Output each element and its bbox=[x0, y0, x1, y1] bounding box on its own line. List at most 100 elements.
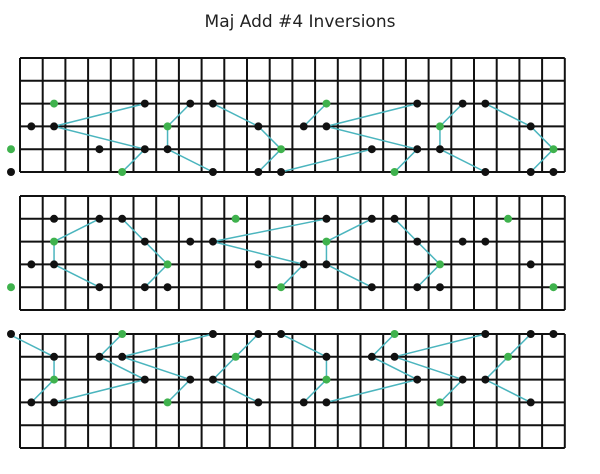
voicing-link bbox=[121, 333, 214, 358]
voicing-link bbox=[257, 148, 282, 173]
voicing-link bbox=[326, 102, 418, 128]
voicing-link bbox=[121, 356, 191, 381]
root-note-dot bbox=[435, 398, 444, 407]
voicing-link bbox=[212, 102, 259, 128]
chord-note-dot bbox=[481, 99, 490, 108]
chord-note-dot bbox=[367, 145, 376, 154]
root-note-dot bbox=[7, 145, 15, 154]
chord-note-dot bbox=[435, 283, 444, 292]
chord-note-dot bbox=[299, 122, 308, 131]
chord-note-dot bbox=[481, 375, 490, 384]
voicing-link bbox=[53, 125, 146, 150]
chord-note-dot bbox=[95, 145, 104, 154]
chord-note-dot bbox=[254, 122, 263, 131]
voicing-link bbox=[167, 103, 191, 127]
voicing-link bbox=[485, 378, 532, 404]
root-note-dot bbox=[163, 260, 172, 269]
chord-note-dot bbox=[27, 122, 36, 131]
chord-note-dot bbox=[163, 145, 172, 154]
root-note-dot bbox=[277, 283, 286, 292]
voicing-link bbox=[144, 263, 169, 288]
voicing-link bbox=[507, 333, 532, 358]
voicing-link bbox=[280, 333, 327, 358]
voicing-link bbox=[167, 379, 191, 403]
chord-note-dot bbox=[186, 237, 195, 246]
chord-note-dot bbox=[7, 330, 15, 338]
voicing-link bbox=[212, 240, 304, 266]
root-note-dot bbox=[435, 122, 444, 131]
voicing-link bbox=[53, 263, 100, 288]
voicing-link bbox=[235, 333, 259, 358]
chord-note-dot bbox=[299, 260, 308, 269]
fretboard-1 bbox=[7, 57, 566, 176]
voicing-link bbox=[326, 125, 418, 150]
voicing-link bbox=[280, 148, 373, 173]
root-note-dot bbox=[231, 352, 240, 361]
voicing-link bbox=[212, 218, 327, 243]
chord-note-dot bbox=[435, 145, 444, 154]
chord-note-dot bbox=[413, 375, 422, 384]
voicing-link bbox=[326, 263, 373, 288]
voicing-link bbox=[53, 102, 146, 128]
chord-note-dot bbox=[322, 214, 331, 223]
fretboard-2 bbox=[7, 195, 566, 311]
voicing-link bbox=[121, 218, 146, 243]
chord-note-dot bbox=[299, 398, 308, 407]
voicing-link bbox=[144, 241, 169, 265]
voicing-link bbox=[8, 333, 55, 358]
voicing-link bbox=[439, 379, 464, 403]
chord-note-dot bbox=[481, 330, 490, 338]
voicing-link bbox=[30, 379, 55, 403]
root-note-dot bbox=[322, 99, 331, 108]
voicing-link bbox=[394, 356, 463, 381]
voicing-link bbox=[257, 125, 282, 150]
voicing-link bbox=[326, 378, 418, 404]
voicing-link bbox=[121, 148, 146, 173]
root-note-dot bbox=[390, 330, 399, 338]
chord-note-dot bbox=[549, 330, 558, 338]
root-note-dot bbox=[504, 352, 513, 361]
chord-note-dot bbox=[95, 352, 104, 361]
chord-note-dot bbox=[481, 237, 490, 246]
chord-note-dot bbox=[27, 398, 36, 407]
voicing-link bbox=[212, 356, 237, 381]
voicing-link bbox=[530, 148, 554, 173]
chord-note-dot bbox=[50, 122, 59, 131]
voicing-link bbox=[394, 148, 418, 173]
chord-note-dot bbox=[481, 168, 490, 176]
root-note-dot bbox=[163, 398, 172, 407]
chord-note-dot bbox=[95, 283, 104, 292]
chord-note-dot bbox=[526, 330, 535, 338]
chord-note-dot bbox=[208, 99, 217, 108]
root-note-dot bbox=[231, 214, 240, 223]
voicing-link bbox=[53, 218, 100, 243]
voicing-link bbox=[530, 125, 554, 150]
voicing-link bbox=[53, 378, 146, 404]
chord-note-dot bbox=[390, 214, 399, 223]
chord-note-dot bbox=[458, 375, 467, 384]
chord-note-dot bbox=[277, 168, 286, 176]
voicing-link bbox=[303, 379, 327, 403]
chord-note-dot bbox=[413, 99, 422, 108]
root-note-dot bbox=[322, 375, 331, 384]
chord-note-dot bbox=[526, 260, 535, 269]
chord-note-dot bbox=[322, 260, 331, 269]
chord-note-dot bbox=[95, 214, 104, 223]
root-note-dot bbox=[50, 99, 59, 108]
voicing-link bbox=[98, 333, 123, 358]
chord-note-dot bbox=[208, 330, 217, 338]
chord-note-dot bbox=[367, 214, 376, 223]
chord-note-dot bbox=[390, 352, 399, 361]
chord-note-dot bbox=[254, 260, 263, 269]
fretboard-3 bbox=[7, 330, 566, 449]
chord-note-dot bbox=[458, 237, 467, 246]
chord-note-dot bbox=[413, 237, 422, 246]
voicing-link bbox=[99, 356, 146, 381]
chord-note-dot bbox=[277, 330, 286, 338]
voicing-link bbox=[212, 378, 259, 404]
root-note-dot bbox=[50, 237, 59, 246]
root-note-dot bbox=[50, 375, 59, 384]
chord-note-dot bbox=[50, 260, 59, 269]
chord-note-dot bbox=[27, 260, 36, 269]
chord-note-dot bbox=[526, 122, 535, 131]
